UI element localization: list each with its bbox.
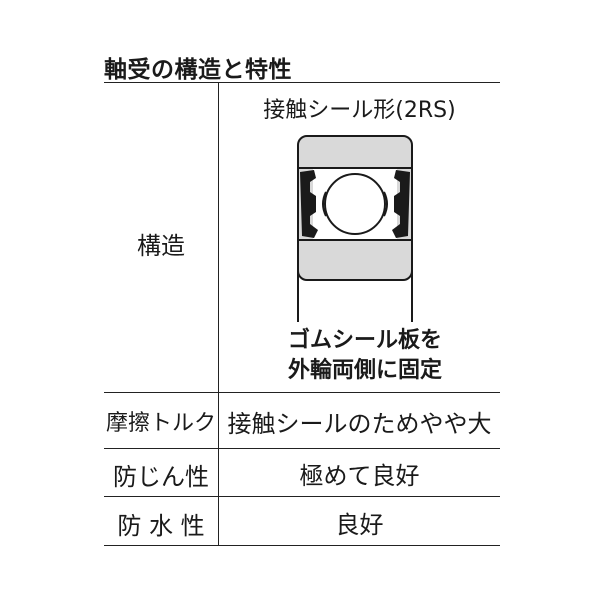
left-rubber-seal xyxy=(300,170,318,238)
seal-type-title: 接触シール形(2RS) xyxy=(263,98,456,123)
retainer-left xyxy=(322,191,327,217)
table-bottom-border xyxy=(104,545,500,546)
right-rubber-seal xyxy=(392,170,410,238)
retainer-right xyxy=(383,191,388,217)
friction-torque-value: 接触シールのためやや大 xyxy=(227,410,492,438)
caption-line-1: ゴムシール板を xyxy=(287,328,442,353)
structure-label: 構造 xyxy=(137,232,185,260)
water-proof-value: 良好 xyxy=(335,511,384,539)
ball xyxy=(324,173,386,235)
row-divider-1 xyxy=(104,392,500,393)
caption-line-2: 外輪両側に固定 xyxy=(287,358,442,383)
dust-proof-label: 防じん性 xyxy=(113,463,209,491)
table-top-border xyxy=(104,82,500,83)
column-divider xyxy=(218,82,219,545)
dust-proof-value: 極めて良好 xyxy=(299,462,420,490)
left-seal-lip xyxy=(310,192,316,216)
friction-torque-label: 摩擦トルク xyxy=(105,411,216,436)
row-divider-2 xyxy=(104,448,500,449)
structure-caption: ゴムシール板を 外輪両側に固定 xyxy=(250,326,480,386)
right-seal-lip xyxy=(394,192,400,216)
bearing-cross-section-diagram xyxy=(297,135,413,322)
water-proof-label: 防 水 性 xyxy=(117,512,205,540)
page-title: 軸受の構造と特性 xyxy=(104,57,292,83)
row-divider-3 xyxy=(104,496,500,497)
